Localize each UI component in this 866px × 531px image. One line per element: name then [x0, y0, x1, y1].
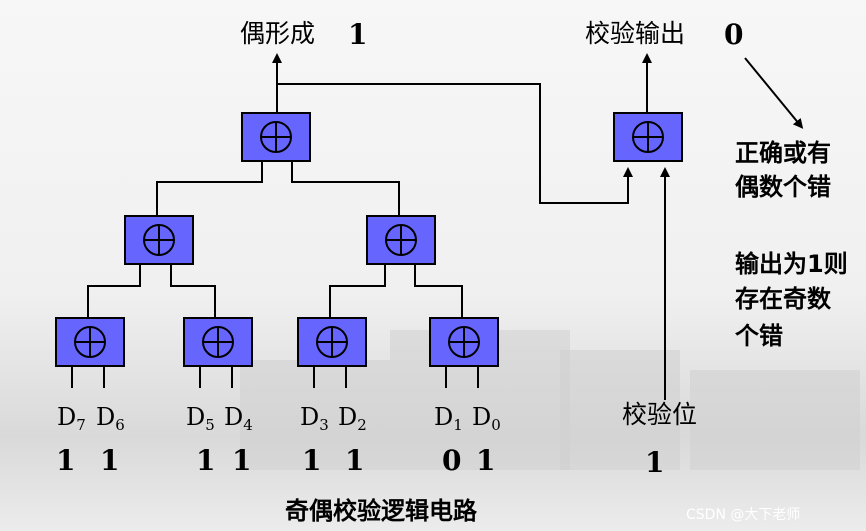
input-value-d4: 1: [232, 444, 251, 477]
annotation-arrow: [744, 57, 804, 129]
input-value-d2: 1: [345, 444, 364, 477]
input-label-d4: D4: [224, 403, 253, 434]
xor-gate-l2-right: [366, 215, 436, 265]
note-correct-line2: 偶数个错: [735, 173, 831, 201]
note-correct-line1: 正确或有: [735, 139, 831, 167]
input-label-d2: D2: [338, 403, 367, 434]
check-output-value: 0: [724, 18, 743, 51]
check-bit-value: 1: [645, 446, 664, 479]
wire-d3d2-to-l2b: [329, 265, 386, 318]
wire-d7d6-to-l2a: [87, 265, 141, 318]
xor-gate-d3d2: [297, 317, 367, 367]
even-form-value: 1: [348, 18, 367, 51]
xor-gate-l2-left: [124, 215, 194, 265]
xor-gates: [55, 112, 683, 367]
input-value-d1: 0: [442, 444, 461, 477]
xor-gate-top: [241, 112, 311, 162]
input-label-d0: D0: [472, 403, 501, 434]
check-output-label: 校验输出: [585, 19, 685, 48]
wires: [71, 53, 804, 400]
wire-branch-to-check: [277, 83, 633, 204]
wire-l2b-to-top: [291, 162, 400, 216]
xor-gate-d1d0: [429, 317, 499, 367]
input-label-d6: D6: [96, 403, 125, 434]
input-value-d5: 1: [196, 444, 215, 477]
xor-gate-check: [613, 112, 683, 162]
input-label-d1: D1: [434, 403, 463, 434]
input-label-d3: D3: [300, 403, 329, 434]
xor-gate-d5d4: [183, 317, 253, 367]
note-odd-line3: 个错: [735, 322, 783, 350]
xor-gate-d7d6: [55, 317, 125, 367]
caption: 奇偶校验逻辑电路: [285, 497, 478, 525]
input-labels: D7 1 D6 1 D5 1 D4 1 D3 1 D2 1 D1 0 D0 1: [56, 403, 501, 477]
input-value-d0: 1: [476, 444, 495, 477]
note-odd-line2: 存在奇数: [735, 285, 832, 313]
check-bit-label: 校验位: [622, 400, 697, 429]
input-label-d5: D5: [186, 403, 215, 434]
input-value-d7: 1: [56, 444, 75, 477]
watermark: CSDN @大下老师: [686, 507, 800, 523]
even-form-label: 偶形成: [240, 19, 315, 48]
input-label-d7: D7: [57, 403, 86, 434]
wire-d1d0-to-l2b: [414, 265, 463, 318]
note-odd-line1: 输出为1则: [735, 250, 848, 278]
input-value-d3: 1: [302, 444, 321, 477]
wire-l2a-to-top: [156, 162, 263, 216]
wire-d5d4-to-l2a: [170, 265, 216, 318]
input-value-d6: 1: [100, 444, 119, 477]
